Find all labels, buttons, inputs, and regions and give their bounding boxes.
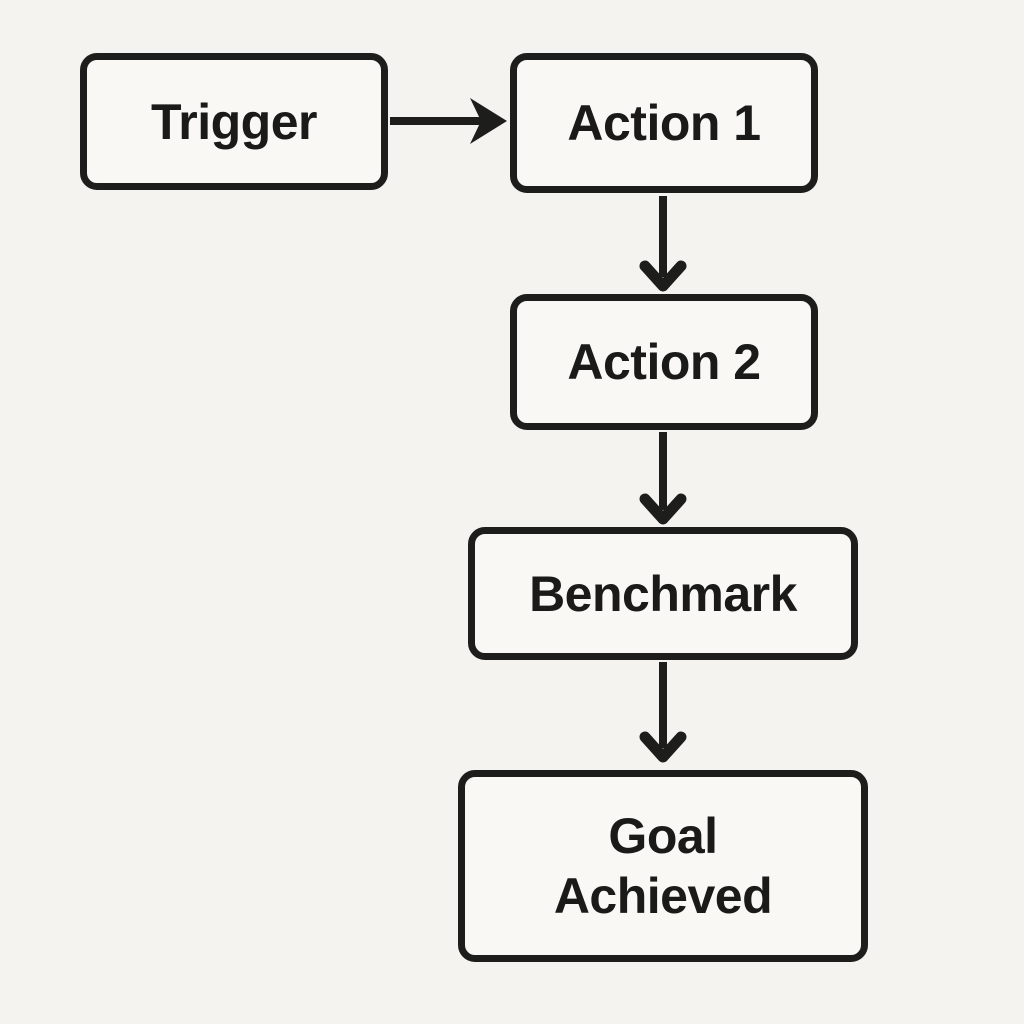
node-trigger-label: Trigger bbox=[151, 93, 317, 150]
node-action2-label: Action 2 bbox=[567, 334, 761, 390]
node-action2: Action 2 bbox=[510, 294, 818, 430]
node-benchmark: Benchmark bbox=[468, 527, 858, 660]
node-goal-achieved: Goal Achieved bbox=[458, 770, 868, 962]
node-action1: Action 1 bbox=[510, 53, 818, 193]
node-benchmark-label: Benchmark bbox=[529, 565, 797, 622]
arrow-action1-to-action2 bbox=[639, 196, 687, 292]
node-action1-label: Action 1 bbox=[567, 95, 761, 151]
arrow-trigger-to-action1 bbox=[390, 98, 507, 144]
node-trigger: Trigger bbox=[80, 53, 388, 190]
arrow-benchmark-to-goal bbox=[639, 662, 687, 763]
node-goal-achieved-label: Goal Achieved bbox=[553, 808, 773, 924]
arrow-action2-to-benchmark bbox=[639, 432, 687, 525]
